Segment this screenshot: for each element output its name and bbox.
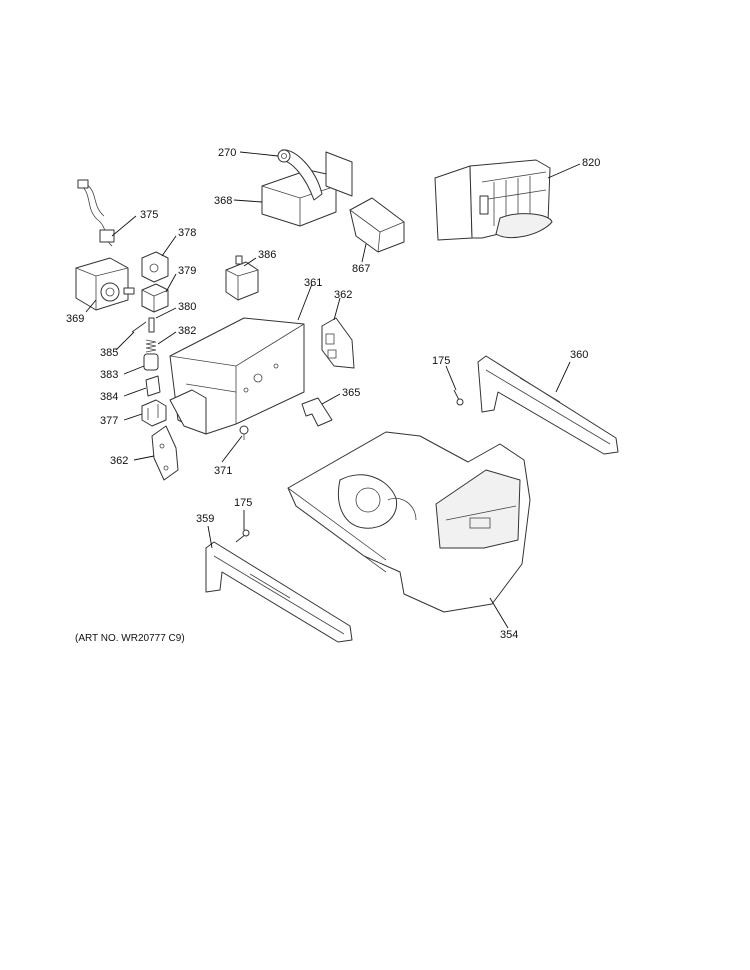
label-820[interactable]: 820 — [582, 157, 600, 169]
label-385[interactable]: 385 — [100, 347, 118, 359]
part-369-auger-motor[interactable] — [75, 257, 135, 311]
leader-lines — [85, 151, 581, 629]
label-375[interactable]: 375 — [140, 209, 158, 221]
part-360-rail[interactable] — [477, 355, 619, 455]
part-375-wire-harness[interactable] — [77, 179, 115, 247]
art-number: (ART NO. WR20777 C9) — [75, 633, 185, 644]
part-371-screw[interactable] — [239, 425, 249, 440]
label-361[interactable]: 361 — [304, 277, 322, 289]
part-379-coil[interactable] — [141, 283, 169, 313]
part-867-chute[interactable] — [349, 197, 405, 253]
part-382-spring[interactable] — [145, 339, 157, 353]
label-362-upper[interactable]: 362 — [334, 289, 352, 301]
part-361-housing[interactable] — [169, 317, 305, 435]
label-369[interactable]: 369 — [66, 313, 84, 325]
part-365-clip[interactable] — [301, 397, 333, 427]
label-270[interactable]: 270 — [218, 147, 236, 159]
part-383-bushing[interactable] — [143, 353, 159, 371]
label-354[interactable]: 354 — [500, 629, 518, 641]
label-359[interactable]: 359 — [196, 513, 214, 525]
label-362-lower[interactable]: 362 — [110, 455, 128, 467]
part-175-screw-upper[interactable] — [453, 389, 464, 406]
part-354-ice-bucket[interactable] — [287, 431, 531, 613]
part-368-bracket[interactable] — [261, 149, 353, 227]
part-820-ice-maker[interactable] — [434, 159, 553, 241]
label-380[interactable]: 380 — [178, 301, 196, 313]
label-378[interactable]: 378 — [178, 227, 196, 239]
label-365[interactable]: 365 — [342, 387, 360, 399]
part-386-switch[interactable] — [225, 255, 259, 301]
label-382[interactable]: 382 — [178, 325, 196, 337]
label-383[interactable]: 383 — [100, 369, 118, 381]
label-175-lower[interactable]: 175 — [234, 497, 252, 509]
part-labels: 270 368 820 375 378 379 386 867 369 380 … — [66, 147, 600, 641]
label-368[interactable]: 368 — [214, 195, 232, 207]
label-384[interactable]: 384 — [100, 391, 118, 403]
part-359-rail[interactable] — [205, 541, 353, 643]
part-385-rod[interactable] — [131, 321, 147, 333]
label-360[interactable]: 360 — [570, 349, 588, 361]
label-867[interactable]: 867 — [352, 263, 370, 275]
part-362-side-bracket-lower[interactable] — [151, 425, 179, 481]
label-377[interactable]: 377 — [100, 415, 118, 427]
part-378-solenoid[interactable] — [141, 251, 169, 283]
part-384-clip[interactable] — [145, 375, 161, 397]
part-377-bracket[interactable] — [141, 399, 167, 427]
part-175-screw-lower[interactable] — [235, 529, 250, 543]
part-362-side-bracket-upper[interactable] — [321, 317, 355, 369]
label-379[interactable]: 379 — [178, 265, 196, 277]
label-371[interactable]: 371 — [214, 465, 232, 477]
label-175-upper[interactable]: 175 — [432, 355, 450, 367]
part-380-pin[interactable] — [148, 317, 155, 333]
label-386[interactable]: 386 — [258, 249, 276, 261]
